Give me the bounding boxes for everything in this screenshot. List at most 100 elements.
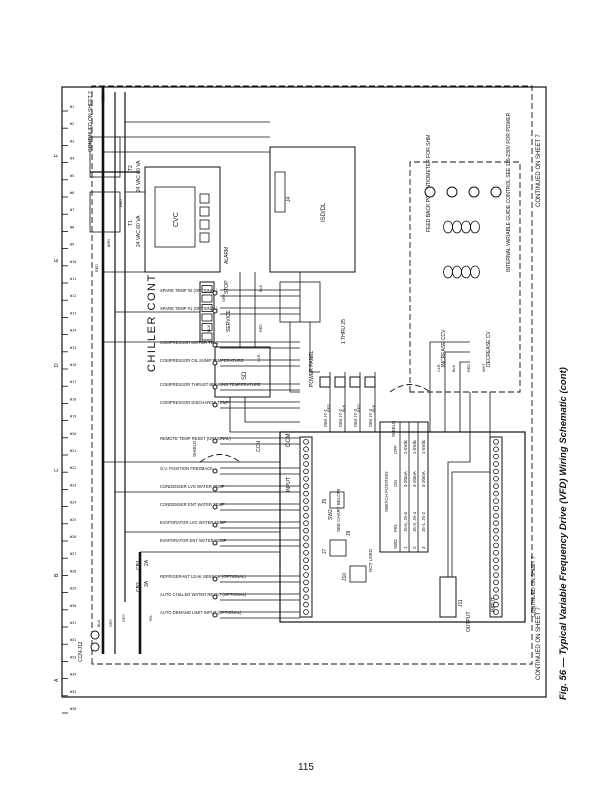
sensor-node — [212, 342, 218, 348]
ccm-strip-pin — [493, 572, 499, 578]
row-tick-label: W13 — [70, 311, 76, 315]
ccm-strip-pin — [493, 490, 499, 497]
power-panel-terminal — [349, 376, 361, 388]
ccm-strip-pin — [303, 475, 309, 482]
vac24-1: 24 VAC 60 VA — [136, 215, 142, 247]
input-label-1: INPUT — [286, 477, 292, 492]
sensor-label: COMPRESSOR THRUST BEARING TEMPERATURE — [160, 382, 261, 387]
thru-label: 1 THRU 25 — [341, 319, 347, 344]
row-tick-label: W7 — [70, 208, 74, 212]
switch-table-cell: 1-5Vdc — [421, 439, 426, 454]
j10-label: J10 — [342, 573, 348, 581]
vfd-internal-block — [409, 161, 521, 393]
j11-label: J11 — [458, 599, 464, 607]
ccm-label: CCM — [286, 433, 292, 447]
ccm-strip-pin — [303, 483, 309, 490]
j4-connector — [274, 171, 286, 213]
power-panel-terminal-label: ISM J7-1 — [323, 408, 328, 427]
increase-label: INCREASE CCV — [441, 329, 447, 367]
sensor-label: EVAPORATOR ENT WATER TEMP — [160, 538, 227, 543]
cb2-label: CB2 — [136, 582, 142, 592]
switch-table-cell: J5-5, J5-6 — [403, 511, 408, 532]
coil-turn — [443, 265, 453, 279]
shield-label-2: SHIELD — [391, 420, 396, 437]
ccm-strip-pin — [303, 505, 309, 512]
ccm-strip-pin — [303, 527, 309, 534]
ccm-strip-pin — [493, 438, 499, 445]
column-tick-label: A — [54, 678, 60, 682]
transformer-t2 — [89, 136, 121, 178]
shield-label-1: SHIELD — [192, 440, 197, 457]
t2-label: T2 — [128, 165, 134, 171]
sd-label: SD — [242, 371, 248, 380]
sensor-label: COMPRESSOR DISCHARGE TEMP — [160, 400, 229, 405]
feedback-label: FEED BACK POTENTIOMETER FOR SHM — [426, 135, 432, 232]
j10-connector — [349, 565, 367, 583]
input-label-2: INPUT — [491, 597, 497, 612]
switch-table-cell: 3 — [421, 546, 426, 549]
row-tick-label: W34 — [70, 673, 76, 677]
sensor-wires — [212, 289, 300, 619]
isd-label: ISD/DL — [321, 202, 327, 222]
ccm-strip — [489, 436, 503, 618]
coil-turn — [470, 220, 480, 234]
sensor-label: AUTO DEMAND LIMIT INPUT (OPTIONAL) — [160, 610, 242, 615]
cvc-pin — [201, 313, 213, 322]
row-ticks: W1W2W3W4W5W6W7W8W9W10W11W12W13W14W15W16W… — [62, 105, 76, 714]
continued-right: CONTINUED ON SHEET 7 — [536, 133, 542, 207]
vfd-terminal — [490, 186, 502, 198]
sensor-node — [212, 384, 218, 390]
ccm-strip-pin — [303, 557, 309, 563]
coil-turn — [461, 265, 471, 279]
ccm-module — [279, 431, 526, 623]
sensor-node — [212, 612, 218, 618]
row-tick-label: W10 — [70, 260, 76, 264]
ccm-strip-pin — [493, 468, 499, 475]
sw2-label: SW2 — [328, 509, 334, 520]
wire-color-tag: RED — [327, 404, 331, 412]
wire-color-tag: CLR — [257, 354, 261, 362]
ccm-strip-pin — [303, 609, 309, 615]
row-tick-label: W25 — [70, 518, 76, 522]
switch-table-cell: 2 — [412, 546, 417, 549]
ccm-strip-pin — [303, 535, 309, 541]
wire-color-tag: RED — [259, 324, 263, 332]
ccm-strip-pin — [493, 475, 499, 482]
continued-bottom: CONTINUED ON SHEET 7 — [536, 606, 542, 680]
ccm-strip-pin — [493, 564, 499, 571]
power-panel-terminal — [319, 376, 331, 388]
coil-turn — [443, 220, 453, 234]
sensor-label: COMPRESSOR MOTOR TEMP — [160, 340, 220, 345]
switch-table-cell: 1 — [403, 546, 408, 549]
row-tick-label: W27 — [70, 552, 76, 556]
row-tick-label: W8 — [70, 225, 74, 229]
cvc-keypad — [199, 193, 210, 243]
power-panel-terminal — [364, 376, 376, 388]
j9-label: J9 — [346, 531, 352, 537]
wire-color-tag: BLK — [342, 404, 346, 412]
drawing-border — [61, 86, 547, 698]
ccm-strip-pin — [493, 505, 499, 512]
transformer-t1 — [89, 191, 121, 233]
j12-label: CCN-J12 — [78, 641, 84, 662]
t1-label: T1 — [128, 220, 134, 226]
ccm-strip-pin — [303, 579, 309, 586]
wire-color-tag: RED — [119, 199, 123, 207]
decrease-label: DECREASE CV — [486, 330, 492, 367]
row-tick-label: W2 — [70, 122, 74, 126]
wire-color-tag: RED — [95, 264, 99, 272]
power-panel-terminal-label: ISM J7-2 — [338, 408, 343, 427]
row-tick-label: W35 — [70, 690, 76, 694]
sensor-label: COMPRESSOR OIL SUMP TEMPERATURE — [160, 358, 244, 363]
row-tick-label: W20 — [70, 432, 76, 436]
sensor-node — [212, 522, 218, 528]
coil-turn — [461, 220, 471, 234]
ccm-strip-pin — [493, 453, 499, 460]
internal-var-label: INTERNAL VARIABLE GUIDE CONTROL SEE 115-… — [506, 112, 512, 272]
ccm-strip-pin — [493, 520, 499, 527]
coil-turn — [470, 265, 480, 279]
row-tick-label: W14 — [70, 329, 76, 333]
sensor-label: CONDENSER LVG WATER TEMP — [160, 484, 225, 489]
